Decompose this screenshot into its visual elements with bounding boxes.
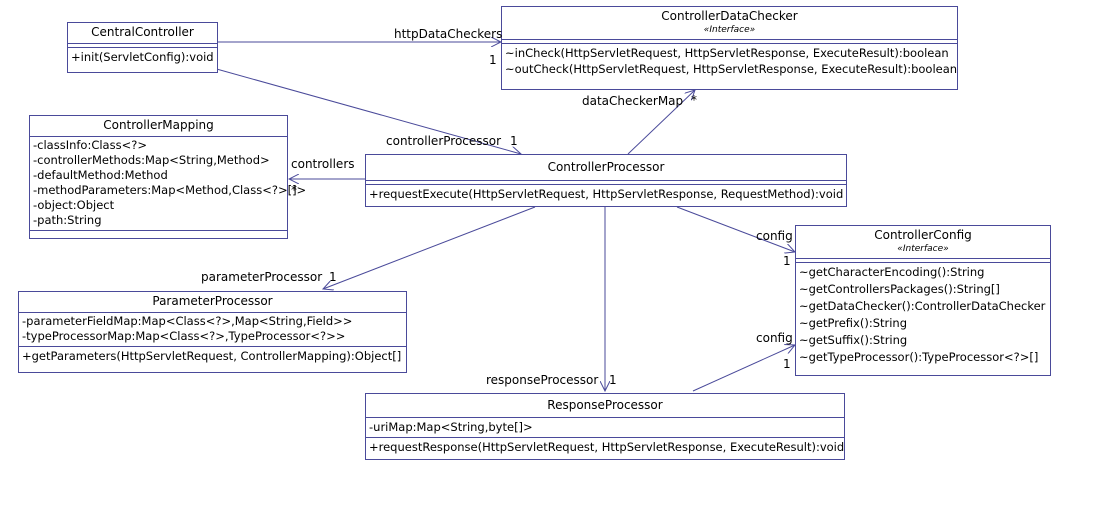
- operation: ~getControllersPackages():String[]: [799, 282, 1000, 296]
- multiplicity-parameter-processor: 1: [329, 270, 337, 284]
- class-header: ControllerConfig «Interface»: [796, 226, 1050, 259]
- multiplicity-controllers: *: [291, 183, 297, 197]
- operation: ~getPrefix():String: [799, 316, 908, 330]
- class-header: ResponseProcessor: [366, 394, 844, 418]
- class-header: CentralController: [68, 23, 217, 44]
- operation: +init(ServletConfig):void: [71, 50, 214, 64]
- attributes-section: -uriMap:Map<String,byte[]>: [366, 418, 844, 437]
- role-label-config-from-response: config: [756, 331, 793, 345]
- role-label-config-from-processor: config: [756, 229, 793, 243]
- operation: ~getCharacterEncoding():String: [799, 265, 985, 279]
- class-controller-mapping[interactable]: ControllerMapping -classInfo:Class<?> -c…: [29, 115, 307, 239]
- role-label-parameter-processor: parameterProcessor: [201, 270, 323, 284]
- attribute: -uriMap:Map<String,byte[]>: [369, 420, 533, 434]
- class-name: ControllerDataChecker: [661, 9, 798, 23]
- class-name: ControllerConfig: [874, 228, 972, 242]
- class-name: ControllerProcessor: [547, 160, 665, 174]
- attribute: -classInfo:Class<?>: [33, 138, 147, 152]
- class-controller-processor[interactable]: ControllerProcessor +requestExecute(Http…: [365, 154, 847, 207]
- operations-section: [30, 230, 287, 234]
- role-label-http-data-checkers: httpDataCheckers: [394, 27, 503, 41]
- role-label-response-processor: responseProcessor: [486, 373, 599, 387]
- class-parameter-processor[interactable]: ParameterProcessor -parameterFieldMap:Ma…: [18, 291, 407, 373]
- multiplicity-controller-processor: 1: [510, 134, 518, 148]
- operation: ~outCheck(HttpServletRequest, HttpServle…: [505, 62, 958, 76]
- class-header: ParameterProcessor: [19, 292, 406, 313]
- class-name: ControllerMapping: [103, 118, 214, 132]
- edge-response-to-config: [692, 345, 795, 392]
- attribute: -typeProcessorMap:Map<Class<?>,TypeProce…: [22, 329, 346, 343]
- operation: ~getSuffix():String: [799, 333, 908, 347]
- operation: ~getTypeProcessor():TypeProcessor<?>[]: [799, 350, 1039, 364]
- class-name: CentralController: [91, 25, 194, 39]
- operation: +getParameters(HttpServletRequest, Contr…: [22, 349, 402, 363]
- role-label-data-checker-map: dataCheckerMap: [582, 94, 684, 108]
- attribute: -object:Object: [33, 198, 115, 212]
- class-name: ResponseProcessor: [547, 398, 663, 412]
- multiplicity-http-data-checkers: 1: [489, 53, 497, 67]
- edge-processor-to-config: [676, 206, 795, 252]
- attribute: -controllerMethods:Map<String,Method>: [33, 153, 270, 167]
- operations-section: +getParameters(HttpServletRequest, Contr…: [19, 346, 406, 366]
- class-controller-config[interactable]: ControllerConfig «Interface» ~getCharact…: [795, 225, 1051, 376]
- class-header: ControllerDataChecker «Interface»: [502, 7, 957, 40]
- role-label-controller-processor: controllerProcessor: [386, 134, 502, 148]
- multiplicity-data-checker-map: *: [691, 93, 697, 107]
- edge-central-to-processor: [212, 67, 521, 154]
- class-response-processor[interactable]: ResponseProcessor -uriMap:Map<String,byt…: [365, 393, 845, 460]
- class-controller-data-checker[interactable]: ControllerDataChecker «Interface» ~inChe…: [501, 6, 958, 90]
- attribute: -parameterFieldMap:Map<Class<?>,Map<Stri…: [22, 314, 353, 328]
- class-header: ControllerProcessor: [366, 155, 846, 181]
- multiplicity-response-processor: 1: [609, 373, 617, 387]
- class-header: ControllerMapping: [30, 116, 287, 137]
- class-stereotype: «Interface»: [897, 244, 949, 254]
- class-name: ParameterProcessor: [152, 294, 273, 308]
- class-central-controller[interactable]: CentralController +init(ServletConfig):v…: [67, 22, 218, 73]
- class-stereotype: «Interface»: [703, 25, 756, 35]
- attribute: -methodParameters:Map<Method,Class<?>[]>: [33, 183, 307, 197]
- operations-section: +requestResponse(HttpServletRequest, Htt…: [366, 437, 844, 457]
- multiplicity-config-from-response: 1: [783, 357, 791, 371]
- operation: +requestResponse(HttpServletRequest, Htt…: [369, 440, 845, 454]
- operations-section: +requestExecute(HttpServletRequest, Http…: [366, 184, 846, 204]
- operations-section: +init(ServletConfig):void: [68, 47, 217, 67]
- operations-section: ~inCheck(HttpServletRequest, HttpServlet…: [502, 43, 957, 79]
- attributes-section: -parameterFieldMap:Map<Class<?>,Map<Stri…: [19, 313, 406, 346]
- operation: ~inCheck(HttpServletRequest, HttpServlet…: [505, 46, 949, 60]
- role-label-controllers: controllers: [291, 157, 355, 171]
- edge-processor-to-parameter: [323, 206, 536, 289]
- operation: +requestExecute(HttpServletRequest, Http…: [369, 187, 844, 201]
- attribute: -path:String: [33, 213, 102, 227]
- operations-section: ~getCharacterEncoding():String ~getContr…: [796, 262, 1050, 368]
- attribute: -defaultMethod:Method: [33, 168, 168, 182]
- edge-processor-to-datachecker: [627, 90, 695, 155]
- operation: ~getDataChecker():ControllerDataChecker: [799, 299, 1046, 313]
- multiplicity-config-from-processor: 1: [783, 254, 791, 268]
- attributes-section: -classInfo:Class<?> -controllerMethods:M…: [30, 137, 307, 230]
